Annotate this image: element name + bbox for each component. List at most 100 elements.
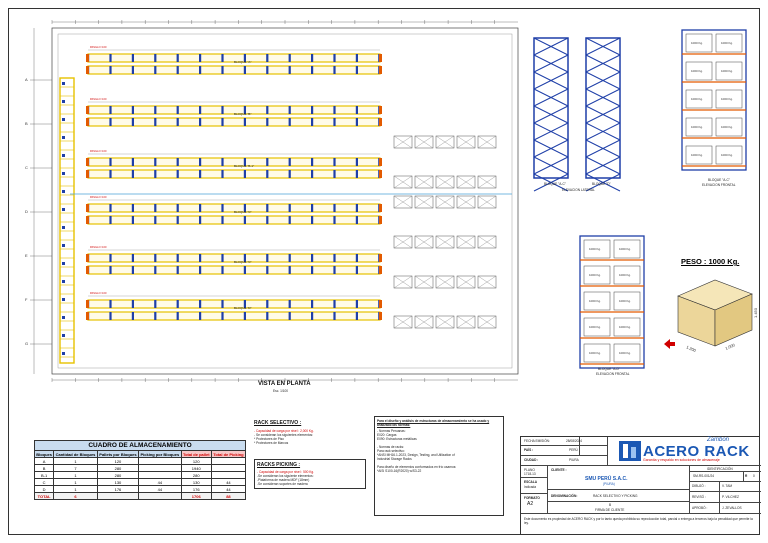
reviso-value: P. VILCHEZ <box>722 495 739 499</box>
table-cell: D <box>33 485 55 493</box>
aprobo-value: J. ZEVALLOS <box>722 506 742 510</box>
table-cell: 1 <box>53 478 98 486</box>
front-elevation-2: 1000 Kg.1000 Kg.1000 Kg.1000 Kg.1000 Kg.… <box>579 235 645 369</box>
col-header: Cantidad de Bloques <box>53 450 98 458</box>
table-cell: 44 <box>210 478 247 486</box>
rack-frame <box>154 204 157 212</box>
front-elev-label: BLOQUE "A-C" <box>708 178 730 182</box>
pallet-weight: 1000 Kg. <box>721 153 733 157</box>
pallet-hatch <box>456 235 476 249</box>
table-cell: 7 <box>53 464 98 472</box>
rack-frame <box>243 266 246 274</box>
rack-frame <box>199 312 202 320</box>
rack-frame <box>109 300 112 308</box>
floor-protector <box>86 300 89 308</box>
pallet-weight: 1000 Kg. <box>589 247 601 251</box>
pallet-hatch <box>393 175 413 189</box>
left-rack-upright <box>62 82 65 85</box>
rack-frame <box>109 266 112 274</box>
pallet-weight: 1000 Kg. <box>619 273 631 277</box>
pallet-slot <box>477 195 497 209</box>
pallet-zone <box>393 135 497 329</box>
pallet-box <box>613 343 641 363</box>
table-cell: 1 <box>53 471 98 479</box>
block-label: BLOQUE "A" <box>234 60 251 64</box>
pallet-hatch <box>477 315 497 329</box>
design-note-line: Industrial Storage Racks <box>377 457 412 461</box>
axis-letter: F <box>25 297 28 302</box>
floor-protector <box>86 66 89 74</box>
pasillo-label: PASILLO 3.00 <box>90 149 107 153</box>
rack-frame <box>288 204 291 212</box>
rack-frame <box>333 158 336 166</box>
rack-frame <box>355 312 358 320</box>
plano-label: PLANO <box>524 468 535 472</box>
block-label: BLOQUE "B" <box>234 112 251 116</box>
pallet-slot <box>435 175 455 189</box>
rack-frame <box>109 204 112 212</box>
box-dim-height: 1.450 <box>753 307 758 318</box>
pallet-slot <box>477 235 497 249</box>
rack-frame <box>199 204 202 212</box>
pais-label: PAÍS : <box>524 448 534 452</box>
pallet-box <box>613 291 641 311</box>
pallet-hatch <box>393 275 413 289</box>
rack-frame <box>288 66 291 74</box>
floor-protector <box>379 66 382 74</box>
floor-protector <box>379 300 382 308</box>
table-cell: 1 <box>53 485 98 493</box>
rack-frame <box>131 158 134 166</box>
rack-frame <box>176 106 179 114</box>
rack-frame <box>266 158 269 166</box>
rack-frame <box>109 106 112 114</box>
block-label: BLOQUE "B-1" <box>234 164 254 168</box>
bracing <box>585 122 621 141</box>
pallet-hatch <box>414 175 434 189</box>
pallet-hatch <box>456 275 476 289</box>
rack-frame <box>131 170 134 178</box>
pallet-box <box>715 61 743 81</box>
ident-label: IDENTIFICACIÓN <box>707 467 733 471</box>
pallet-slot <box>393 235 413 249</box>
bracing <box>533 71 569 90</box>
rack-frame <box>176 204 179 212</box>
rack-frame <box>266 54 269 62</box>
rack-frame <box>311 106 314 114</box>
rack-frame <box>154 254 157 262</box>
pallet-weight: 1000 Kg. <box>589 273 601 277</box>
pallet-slot <box>456 195 476 209</box>
footer-note: Este documento es propiedad de ACERO RAC… <box>524 517 753 525</box>
floor-protector <box>379 54 382 62</box>
pallet-box <box>715 89 743 109</box>
rack-frame <box>131 266 134 274</box>
table-cell <box>210 457 247 465</box>
rack-frame <box>355 170 358 178</box>
rack-frame <box>109 54 112 62</box>
table-cell: 280 <box>180 471 212 479</box>
pallet-hatch <box>456 195 476 209</box>
pallet-hatch <box>414 275 434 289</box>
front2-elev-label: BLOQUE "A-D" <box>598 367 620 371</box>
pallet-slot <box>393 135 413 149</box>
rack-frame <box>311 170 314 178</box>
rack-frame <box>221 312 224 320</box>
rack-frame <box>176 312 179 320</box>
floor-protector <box>379 170 382 178</box>
block-label: BLOQUE "C" <box>234 260 252 264</box>
rack-frame <box>243 54 246 62</box>
pallet-weight: 1000 Kg. <box>619 351 631 355</box>
pallet-slot <box>414 275 434 289</box>
rack-frame <box>333 204 336 212</box>
table-cell: B <box>33 464 55 472</box>
selective-title: RACK SELECTIVO : <box>254 420 302 426</box>
left-rack-upright <box>62 118 65 121</box>
rack-frame <box>154 312 157 320</box>
rack-frame <box>109 216 112 224</box>
design-note-line: E020: Cargas <box>377 433 397 437</box>
pallet-box-drawing: 1.200 1.000 1.450 <box>664 279 758 353</box>
pais-value: PERÚ <box>569 448 578 452</box>
front2-elev-caption: ELEVACION FRONTAL <box>596 372 630 376</box>
